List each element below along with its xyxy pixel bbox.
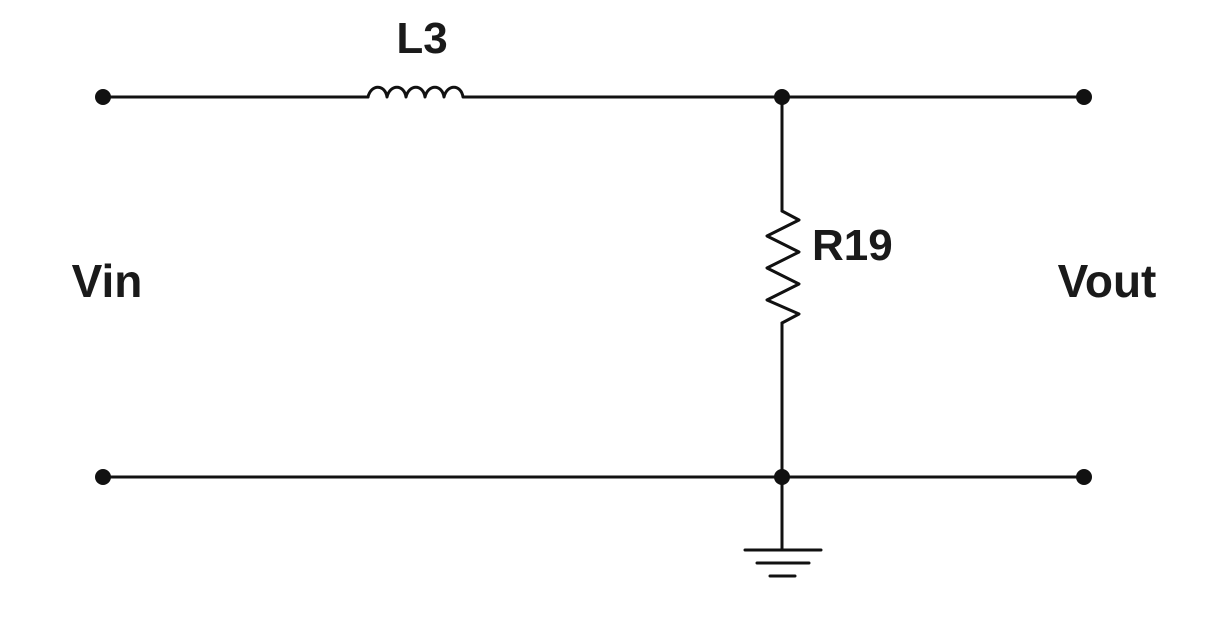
output-port-label: Vout: [1058, 255, 1157, 307]
resistor-r19: [765, 209, 801, 325]
output-terminal-top: [1076, 89, 1092, 105]
inductor-label: L3: [396, 14, 447, 63]
junction-top: [774, 89, 790, 105]
input-terminal-top: [95, 89, 111, 105]
input-terminal-bottom: [95, 469, 111, 485]
output-terminal-bottom: [1076, 469, 1092, 485]
resistor-label: R19: [812, 221, 893, 270]
ground-icon: [743, 548, 823, 578]
junction-bottom: [774, 469, 790, 485]
inductor-l3: [366, 85, 478, 99]
input-port-label: Vin: [72, 255, 143, 307]
